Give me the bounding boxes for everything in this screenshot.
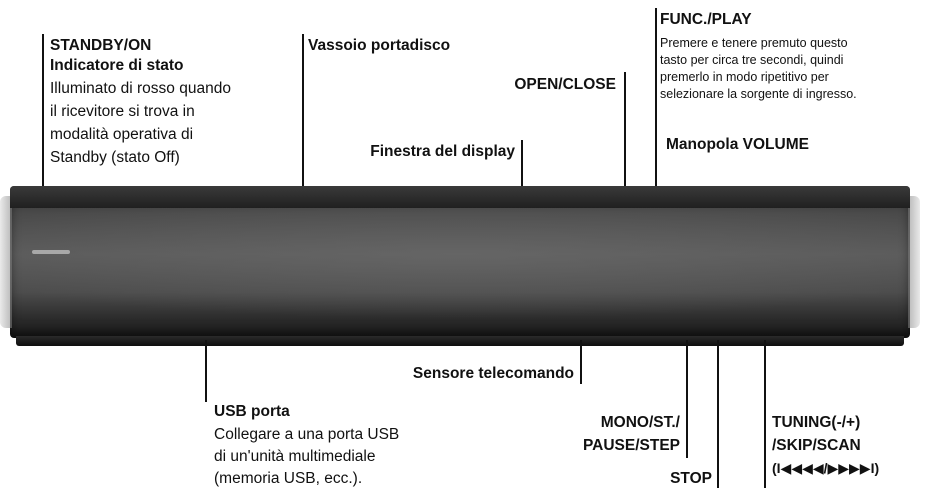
usb-title: USB porta: [214, 403, 290, 420]
tray-leader-line: [302, 34, 304, 186]
tray-label: Vassoio portadisco: [308, 37, 451, 54]
device-base: [16, 336, 904, 346]
usb-desc-3: (memoria USB, ecc.).: [214, 470, 363, 487]
func-play-leader-line: [655, 8, 657, 186]
func-desc-3: premerlo in modo ripetitivo per: [660, 70, 829, 84]
usb-desc-1: Collegare a una porta USB: [214, 426, 400, 443]
func-desc-1: Premere e tenere premuto questo: [660, 36, 848, 50]
disc-tray-strip: [10, 186, 910, 208]
tuning-label-line3: (I◀◀◀◀/▶▶▶▶I): [772, 460, 880, 476]
mono-leader-line: [686, 340, 688, 458]
standby-indicator-led: [32, 250, 70, 254]
open-close-leader-line: [624, 72, 626, 186]
display-leader-line: [521, 140, 523, 186]
func-desc-2: tasto per circa tre secondi, quindi: [660, 53, 844, 67]
standby-desc-2: il ricevitore si trova in: [50, 103, 195, 120]
standby-desc-3: modalità operativa di: [50, 126, 194, 143]
tuning-label-line1: TUNING(-/+): [772, 414, 861, 431]
tuning-label-line2: /SKIP/SCAN: [772, 437, 861, 454]
open-close-label: OPEN/CLOSE: [514, 76, 616, 93]
mono-label-line1: MONO/ST./: [600, 414, 680, 431]
receiver-front-panel: [0, 186, 920, 346]
stop-leader-line: [717, 340, 719, 488]
standby-desc-4: Standby (stato Off): [50, 149, 180, 166]
volume-knob-label: Manopola VOLUME: [666, 136, 809, 153]
device-left-edge: [0, 196, 12, 328]
tuning-leader-line: [764, 340, 766, 488]
remote-sensor-leader-line: [580, 340, 582, 384]
remote-sensor-label: Sensore telecomando: [412, 365, 574, 382]
stop-label: STOP: [670, 470, 712, 487]
display-window-label: Finestra del display: [370, 143, 515, 160]
standby-subtitle: Indicatore di stato: [50, 57, 184, 74]
standby-leader-line: [42, 34, 44, 186]
usb-leader-line: [205, 340, 207, 402]
func-desc-4: selezionare la sorgente di ingresso.: [660, 87, 857, 101]
mono-label-line2: PAUSE/STEP: [582, 437, 680, 454]
standby-title: STANDBY/ON: [50, 37, 152, 54]
usb-desc-2: di un'unità multimediale: [214, 448, 376, 465]
device-right-edge: [908, 196, 920, 328]
standby-desc-1: Illuminato di rosso quando: [50, 80, 231, 97]
func-play-title: FUNC./PLAY: [660, 11, 752, 28]
